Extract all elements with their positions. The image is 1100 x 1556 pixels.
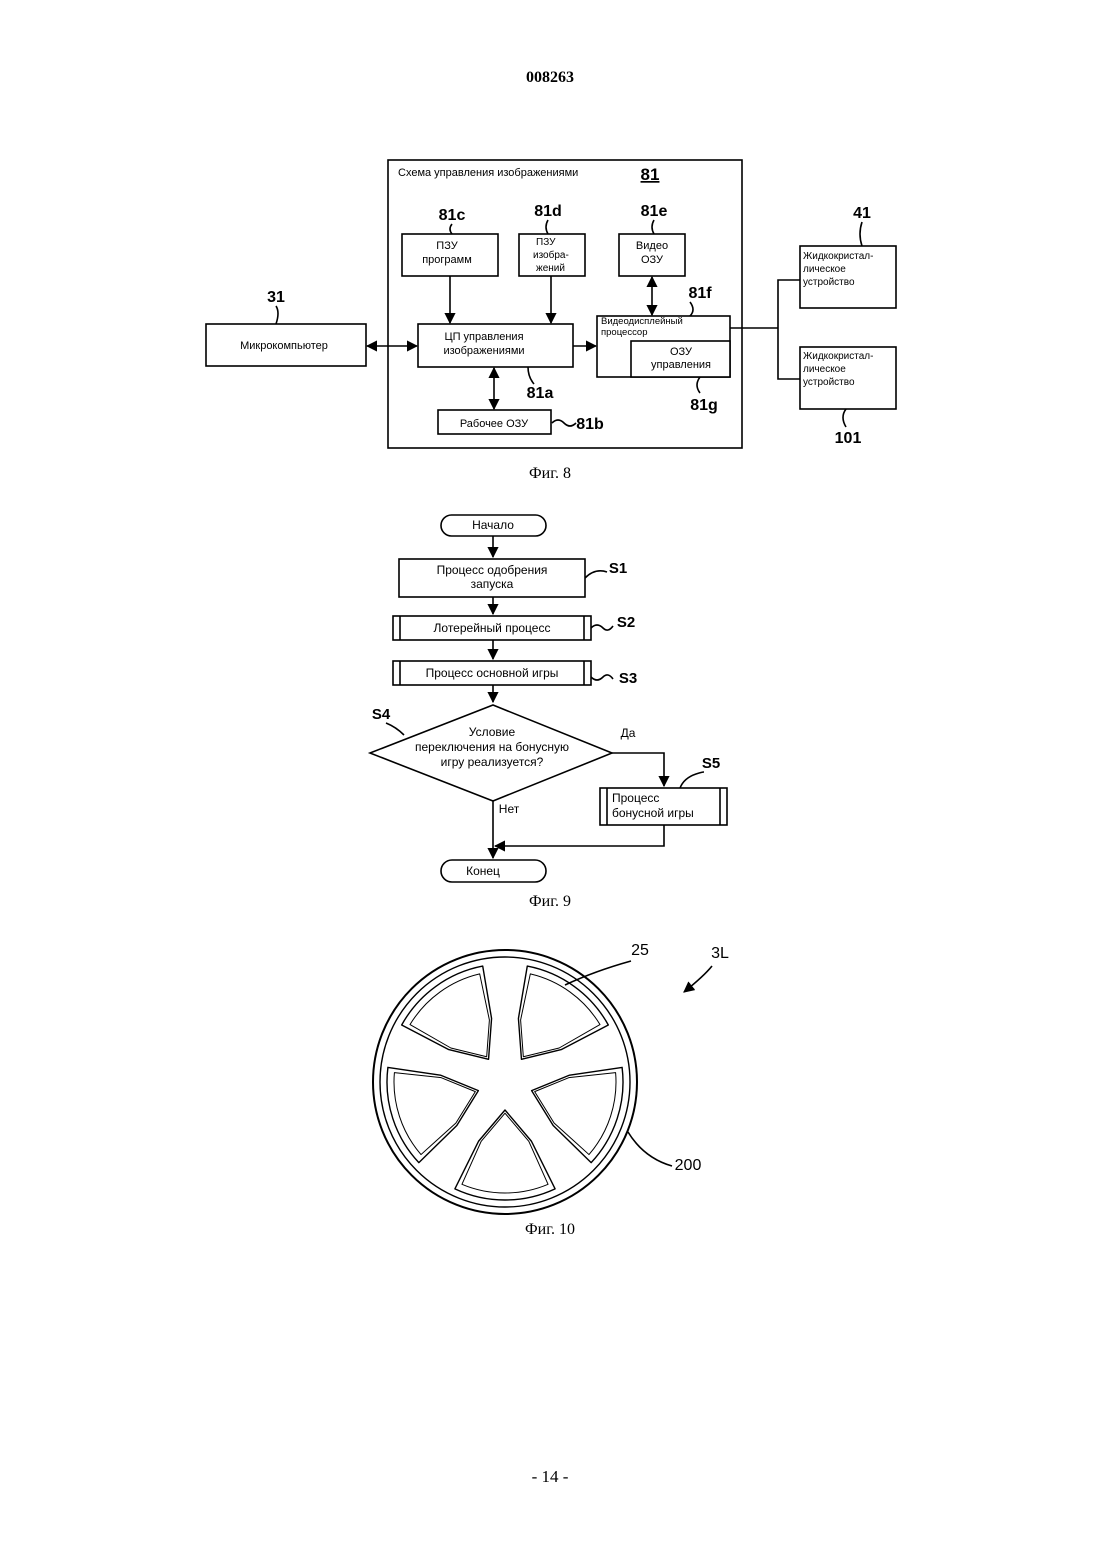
- ref-3l: 3L: [711, 945, 729, 962]
- fig9-caption: Фиг. 9: [529, 893, 571, 910]
- flow-end-label: Конец: [466, 864, 500, 878]
- leader-31: [276, 306, 278, 324]
- step-s1-line-2: запуска: [471, 577, 514, 591]
- lcd-bottom-line-3: устройство: [803, 377, 855, 388]
- step-s5-line-2: бонусной игры: [612, 806, 694, 820]
- lcd-bottom-line-2: лическое: [803, 364, 846, 375]
- figure-10-reel-drawing: 25 3L 200 Фиг. 10: [373, 942, 729, 1238]
- image-rom-line-3: жений: [536, 263, 565, 274]
- leader-3l: [684, 966, 712, 992]
- leader-25: [565, 961, 631, 985]
- control-ram-line-2: управления: [651, 359, 711, 371]
- image-control-circuit-box: [388, 160, 742, 448]
- cpu-line-2: изображениями: [443, 345, 524, 357]
- ref-s2: S2: [617, 614, 635, 631]
- ref-81: 81: [641, 165, 660, 184]
- leader-200: [628, 1132, 672, 1166]
- work-ram-label: Рабочее ОЗУ: [460, 418, 529, 430]
- decision-no-label: Нет: [499, 802, 520, 816]
- fig8-caption: Фиг. 8: [529, 465, 571, 482]
- page-number: - 14 -: [532, 1467, 569, 1486]
- reel-outer-rim: [373, 950, 637, 1214]
- video-ram-line-1: Видео: [636, 240, 668, 252]
- reel-window-inner-edge: [410, 974, 489, 1057]
- image-rom-line-1: ПЗУ: [536, 237, 556, 248]
- ref-41: 41: [853, 205, 871, 222]
- leader-s4: [386, 723, 404, 735]
- document-number: 008263: [526, 69, 574, 86]
- image-control-circuit-title: Схема управления изображениями: [398, 167, 578, 179]
- ref-200: 200: [675, 1157, 702, 1174]
- reel-window: [455, 1110, 555, 1200]
- leader-s1: [585, 571, 607, 578]
- ref-s4: S4: [372, 706, 391, 723]
- control-ram-line-1: ОЗУ: [670, 346, 693, 358]
- leader-101: [843, 409, 846, 427]
- ref-31: 31: [267, 289, 285, 306]
- step-s3-label: Процесс основной игры: [426, 666, 559, 680]
- figure-8-block-diagram: Схема управления изображениями 81 Микрок…: [206, 160, 896, 482]
- leader-s3: [591, 675, 613, 680]
- arrow-s5-end: [495, 825, 664, 846]
- vdp-line-2: процессор: [601, 327, 648, 338]
- cpu-line-1: ЦП управления: [444, 331, 523, 343]
- reel-window: [532, 1067, 623, 1162]
- vdp-line-1: Видеодисплейный: [601, 316, 683, 327]
- reel-window-inner-edge: [462, 1113, 548, 1193]
- program-rom-line-2: программ: [422, 254, 472, 266]
- reel-inner-rim: [380, 957, 630, 1207]
- ref-81b: 81b: [576, 416, 604, 433]
- flow-start-label: Начало: [472, 518, 514, 532]
- ref-81e: 81e: [641, 203, 668, 220]
- leader-s5: [680, 772, 704, 788]
- lcd-bottom-line-1: Жидкокристал-: [803, 351, 873, 362]
- decision-s4-line-3: игру реализуется?: [441, 755, 544, 769]
- step-s2-label: Лотерейный процесс: [434, 621, 551, 635]
- ref-81c: 81c: [439, 207, 466, 224]
- ref-81g: 81g: [690, 397, 718, 414]
- ref-25: 25: [631, 942, 649, 959]
- ref-s3: S3: [619, 670, 637, 687]
- decision-s4-line-2: переключения на бонусную: [415, 740, 569, 754]
- image-rom-line-2: изобра-: [533, 249, 569, 261]
- figure-9-flowchart: Начало Процесс одобрения запуска S1 Лоте…: [370, 515, 727, 910]
- ref-s1: S1: [609, 560, 627, 577]
- program-rom-line-1: ПЗУ: [436, 240, 458, 252]
- link-bus-lcds: [778, 280, 800, 379]
- reel-windows: [387, 966, 623, 1200]
- step-s1-line-1: Процесс одобрения: [437, 563, 548, 577]
- arrow-yes-s5: [612, 753, 664, 786]
- leader-s2: [591, 625, 613, 630]
- ref-101: 101: [835, 430, 862, 447]
- ref-s5: S5: [702, 755, 720, 772]
- ref-81a: 81a: [527, 385, 554, 402]
- lcd-top-line-1: Жидкокристал-: [803, 251, 873, 262]
- decision-yes-label: Да: [621, 726, 636, 740]
- microcomputer-label: Микрокомпьютер: [240, 340, 328, 352]
- lcd-top-line-3: устройство: [803, 277, 855, 288]
- lcd-top-line-2: лическое: [803, 264, 846, 275]
- leader-41: [860, 222, 862, 246]
- ref-81f: 81f: [688, 285, 712, 302]
- decision-s4-line-1: Условие: [469, 725, 516, 739]
- reel-window-inner-edge: [521, 974, 600, 1057]
- ref-81d: 81d: [534, 203, 562, 220]
- fig10-caption: Фиг. 10: [525, 1221, 575, 1238]
- step-s5-line-1: Процесс: [612, 791, 659, 805]
- video-ram-line-2: ОЗУ: [641, 254, 664, 266]
- reel-window: [387, 1067, 478, 1162]
